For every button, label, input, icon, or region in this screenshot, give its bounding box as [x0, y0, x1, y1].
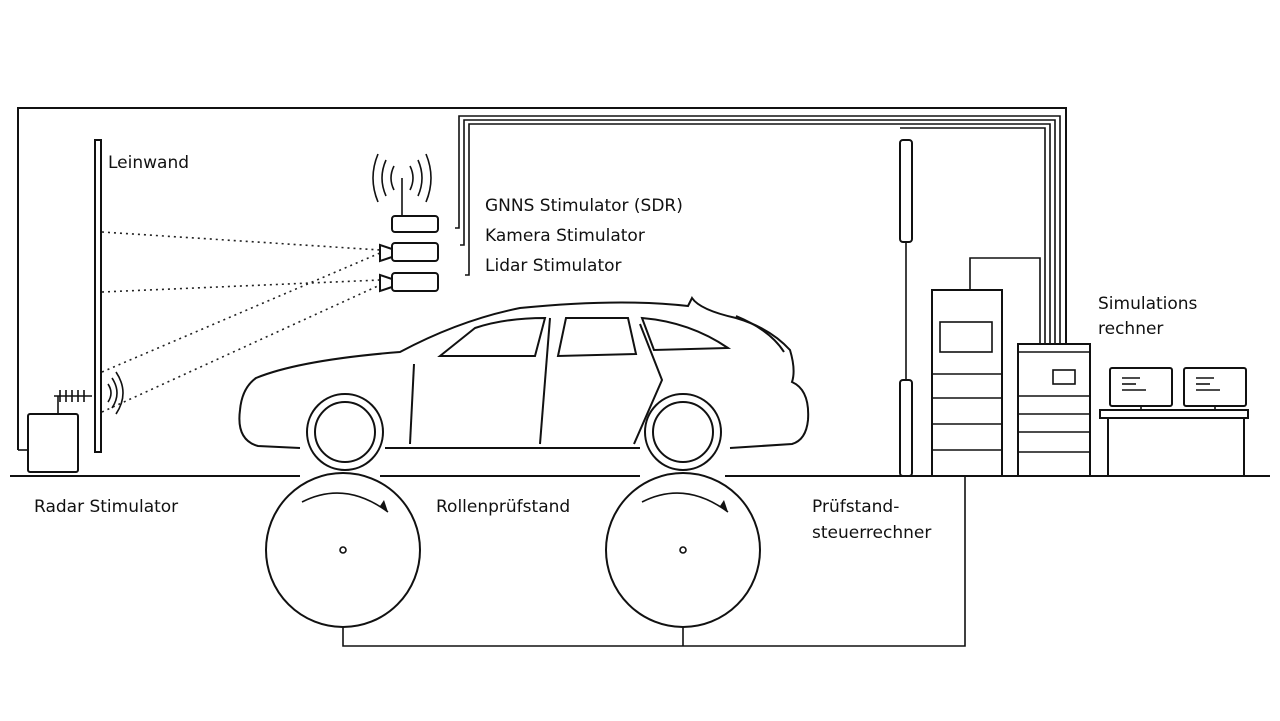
simulation-rack [1017, 343, 1091, 477]
projection-lines [101, 231, 381, 413]
label-rollenpruefstand: Rollenprüfstand [436, 497, 570, 517]
label-simulationsrechner-1: Simulations [1098, 294, 1198, 314]
roller-right [605, 472, 761, 628]
radar-antenna-icon [107, 371, 124, 415]
label-pruefstand-1: Prüfstand- [812, 497, 899, 517]
label-leinwand: Leinwand [108, 153, 189, 173]
cable-frame [17, 107, 1067, 451]
label-simulationsrechner-2: rechner [1098, 319, 1163, 339]
label-pruefstand-2: steuerrechner [812, 523, 931, 543]
desk [1099, 409, 1249, 476]
stand-post [899, 139, 913, 477]
car-wheel-rear [644, 393, 722, 471]
label-radar-stimulator: Radar Stimulator [34, 497, 178, 517]
monitor-icon [1109, 367, 1173, 410]
car-wheel-front [306, 393, 384, 471]
leinwand-screen [94, 139, 102, 453]
monitor-icon-2 [1183, 367, 1247, 410]
roller-left [265, 472, 421, 628]
stimulator-stack [379, 178, 439, 293]
control-cabinet [931, 289, 1003, 477]
radar-stimulator-box [27, 390, 92, 473]
label-kamera-stimulator: Kamera Stimulator [485, 226, 645, 246]
antenna-icon [372, 153, 432, 203]
label-gnns-stimulator: GNNS Stimulator (SDR) [485, 196, 683, 216]
label-lidar-stimulator: Lidar Stimulator [485, 256, 622, 276]
roller-cable [342, 476, 966, 647]
car-icon [238, 296, 810, 449]
